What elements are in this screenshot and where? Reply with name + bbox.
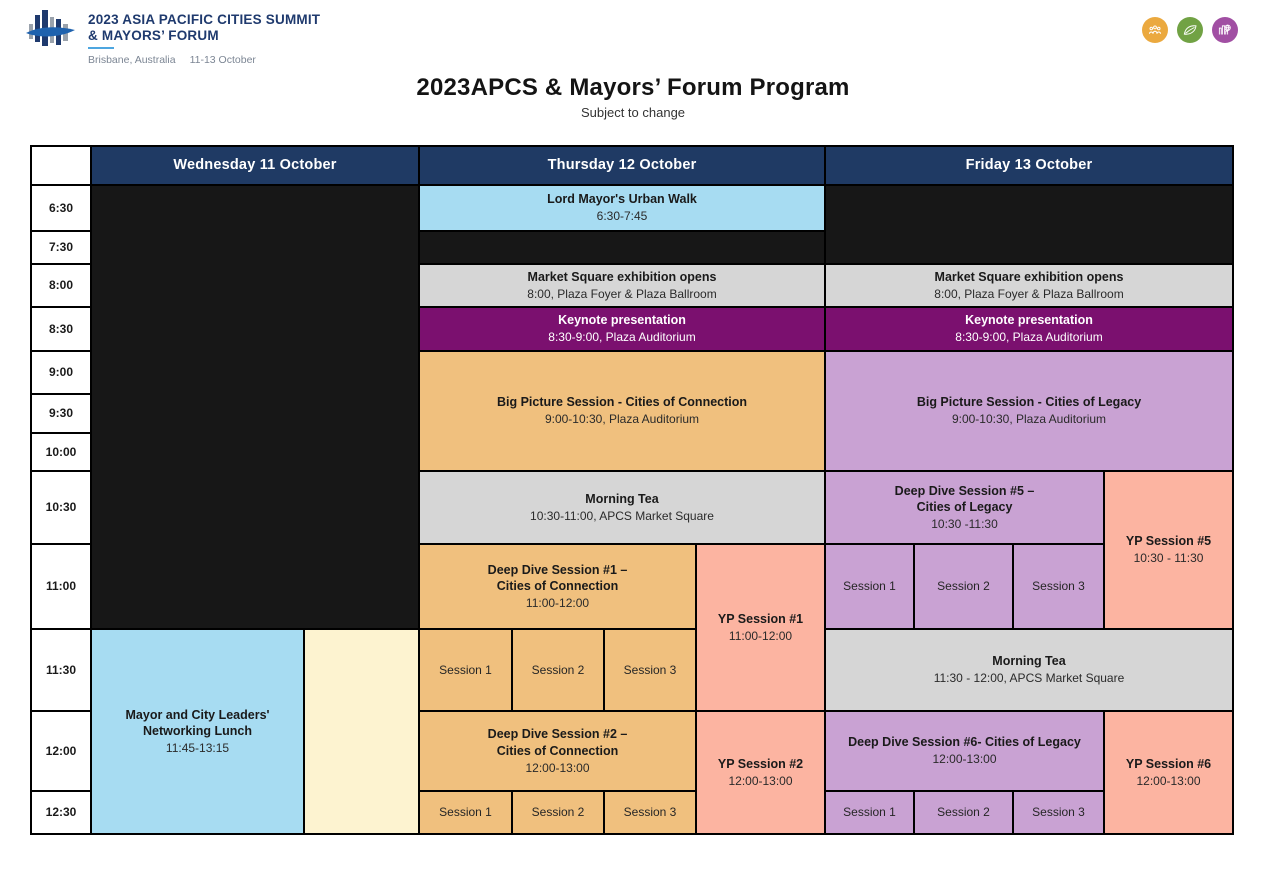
deep-dive-1-session-1: Session 1 bbox=[420, 630, 511, 710]
event-big-picture-fri: Big Picture Session - Cities of Legacy 9… bbox=[826, 352, 1232, 470]
page-head: 2023APCS & Mayors’ Forum Program Subject… bbox=[0, 74, 1266, 120]
time-label: 9:30 bbox=[32, 395, 90, 432]
deep-dive-6-session-2: Session 2 bbox=[915, 792, 1012, 833]
empty-block-wednesday bbox=[92, 186, 418, 628]
event-deep-dive-2: Deep Dive Session #2 – Cities of Connect… bbox=[420, 712, 695, 790]
header-corner-cell bbox=[32, 147, 90, 184]
time-label: 11:00 bbox=[32, 545, 90, 628]
time-label: 8:30 bbox=[32, 308, 90, 350]
event-big-picture-thu: Big Picture Session - Cities of Connecti… bbox=[420, 352, 824, 470]
event-deep-dive-6: Deep Dive Session #6- Cities of Legacy 1… bbox=[826, 712, 1103, 790]
deep-dive-2-session-3: Session 3 bbox=[605, 792, 695, 833]
event-market-square-fri: Market Square exhibition opens 8:00, Pla… bbox=[826, 265, 1232, 306]
brand-dates: 11-13 October bbox=[189, 54, 256, 67]
event-deep-dive-1: Deep Dive Session #1 – Cities of Connect… bbox=[420, 545, 695, 628]
time-label: 12:00 bbox=[32, 712, 90, 790]
brand-location: Brisbane, Australia bbox=[88, 54, 176, 67]
event-networking-lunch: Mayor and City Leaders' Networking Lunch… bbox=[92, 630, 303, 833]
deep-dive-5-session-1: Session 1 bbox=[826, 545, 913, 628]
top-bar: 2023 ASIA PACIFIC CITIES SUMMIT & MAYORS… bbox=[0, 0, 1266, 66]
header-wednesday: Wednesday 11 October bbox=[92, 147, 418, 184]
deep-dive-6-session-3: Session 3 bbox=[1014, 792, 1103, 833]
header-thursday: Thursday 12 October bbox=[420, 147, 824, 184]
deep-dive-2-session-2: Session 2 bbox=[513, 792, 603, 833]
people-icon bbox=[1142, 17, 1168, 43]
event-yp-session-5: YP Session #5 10:30 - 11:30 bbox=[1105, 472, 1232, 628]
brand-divider bbox=[88, 47, 114, 50]
deep-dive-5-session-2: Session 2 bbox=[915, 545, 1012, 628]
skyline-logo-icon bbox=[26, 10, 75, 46]
event-yp-session-2: YP Session #2 12:00-13:00 bbox=[697, 712, 824, 833]
time-label: 7:30 bbox=[32, 232, 90, 263]
page-title: 2023APCS & Mayors’ Forum Program bbox=[416, 74, 850, 101]
event-keynote-fri: Keynote presentation 8:30-9:00, Plaza Au… bbox=[826, 308, 1232, 350]
time-label: 6:30 bbox=[32, 186, 90, 230]
summit-logo: 2023 ASIA PACIFIC CITIES SUMMIT & MAYORS… bbox=[26, 8, 320, 66]
leaf-icon bbox=[1177, 17, 1203, 43]
deep-dive-2-session-1: Session 1 bbox=[420, 792, 511, 833]
event-market-square-thu: Market Square exhibition opens 8:00, Pla… bbox=[420, 265, 824, 306]
program-table: Wednesday 11 October Thursday 12 October… bbox=[30, 145, 1234, 835]
theme-icons bbox=[1142, 17, 1238, 43]
event-morning-tea-thu: Morning Tea 10:30-11:00, APCS Market Squ… bbox=[420, 472, 824, 543]
empty-block-friday bbox=[826, 186, 1232, 263]
event-deep-dive-5: Deep Dive Session #5 – Cities of Legacy … bbox=[826, 472, 1103, 543]
event-morning-tea-fri: Morning Tea 11:30 - 12:00, APCS Market S… bbox=[826, 630, 1232, 710]
empty-block-wednesday-cream bbox=[305, 630, 418, 833]
empty-block-thursday bbox=[420, 232, 824, 263]
brand-subline: Brisbane, Australia 11-13 October bbox=[88, 54, 320, 66]
deep-dive-1-session-3: Session 3 bbox=[605, 630, 695, 710]
event-yp-session-6: YP Session #6 12:00-13:00 bbox=[1105, 712, 1232, 833]
deep-dive-1-session-2: Session 2 bbox=[513, 630, 603, 710]
event-urban-walk: Lord Mayor's Urban Walk 6:30-7:45 bbox=[420, 186, 824, 230]
page-subtitle: Subject to change bbox=[580, 105, 686, 120]
deep-dive-6-session-1: Session 1 bbox=[826, 792, 913, 833]
city-globe-icon bbox=[1212, 17, 1238, 43]
header-friday: Friday 13 October bbox=[826, 147, 1232, 184]
event-keynote-thu: Keynote presentation 8:30-9:00, Plaza Au… bbox=[420, 308, 824, 350]
event-yp-session-1: YP Session #1 11:00-12:00 bbox=[697, 545, 824, 710]
time-label: 8:00 bbox=[32, 265, 90, 306]
time-label: 10:30 bbox=[32, 472, 90, 543]
time-label: 11:30 bbox=[32, 630, 90, 710]
time-label: 10:00 bbox=[32, 434, 90, 470]
brand-line-2: & MAYORS’ FORUM bbox=[88, 27, 219, 43]
deep-dive-5-session-3: Session 3 bbox=[1014, 545, 1103, 628]
time-label: 12:30 bbox=[32, 792, 90, 833]
brand-line-1: 2023 ASIA PACIFIC CITIES SUMMIT bbox=[88, 12, 321, 27]
time-label: 9:00 bbox=[32, 352, 90, 393]
